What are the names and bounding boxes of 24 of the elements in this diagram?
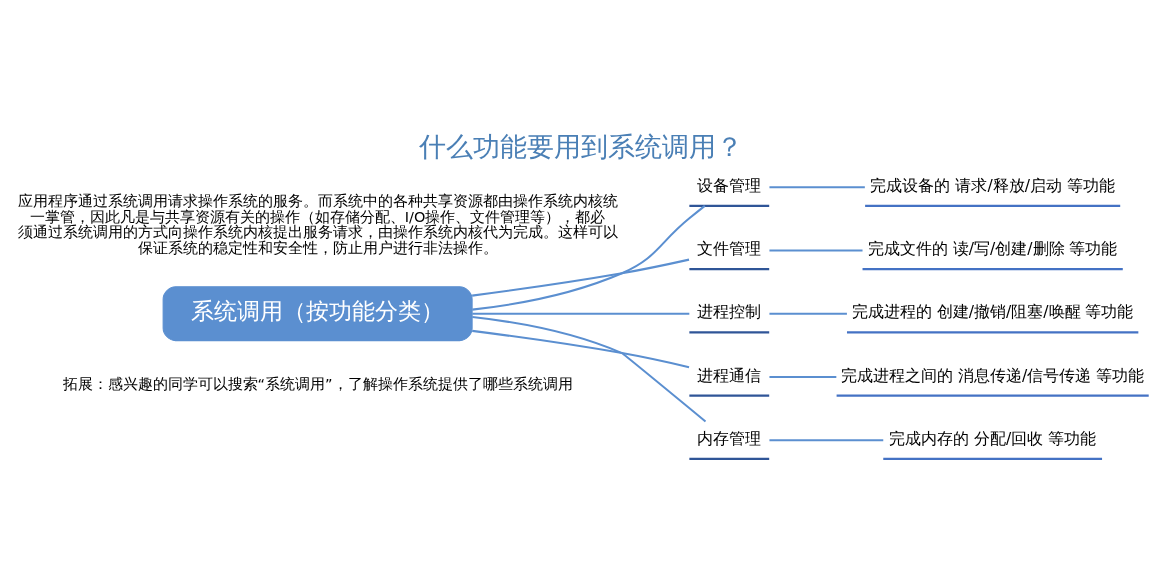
diagram-title: 什么功能要用到系统调用？ (419, 130, 743, 162)
connector (769, 248, 863, 251)
label: 拓展：感兴趣的同学可以搜索“系统调用”，了解操作系统提供了哪些系统调用 (62, 375, 573, 392)
connector (472, 329, 690, 368)
node-text: 进程控制 (697, 302, 762, 321)
connector (769, 185, 865, 188)
connector (769, 375, 837, 378)
node-text: 内存管理 (697, 429, 762, 448)
connector (769, 438, 884, 441)
connector (769, 312, 847, 315)
label: 应用程序通过系统调用请求操作系统的服务。而系统中的各种共享资源都由操作系统内核统一掌管，因此凡是与共享资源有关的操作（如存储分配、I/O操作、文件管理等），都必须通过系统调用的方式向操作系统内核提出服务请求，由操作系统内核代为完成。这样可以保证系统的稳定性和安全性，防止用户进行非法操作。 (17, 192, 618, 256)
node-text: 文件管理 (697, 239, 762, 258)
node-text: 完成文件的 读/写/创建/删除 等功能 (867, 239, 1118, 258)
node-text: 完成设备的 请求/释放/启动 等功能 (870, 176, 1115, 195)
node-text: 完成进程的 创建/撤销/阻塞/唤醒 等功能 (851, 302, 1134, 321)
connector (472, 315, 707, 422)
connector (472, 258, 690, 297)
connector (472, 204, 706, 311)
connector (472, 312, 690, 315)
node-text: 完成进程之间的 消息传递/信号传递 等功能 (841, 366, 1145, 385)
node-text: 进程通信 (697, 366, 762, 385)
node-text: 完成内存的 分配/回收 等功能 (889, 429, 1097, 448)
node-text: 设备管理 (697, 176, 762, 195)
node-box: 系统调用（按功能分类） (162, 285, 473, 341)
